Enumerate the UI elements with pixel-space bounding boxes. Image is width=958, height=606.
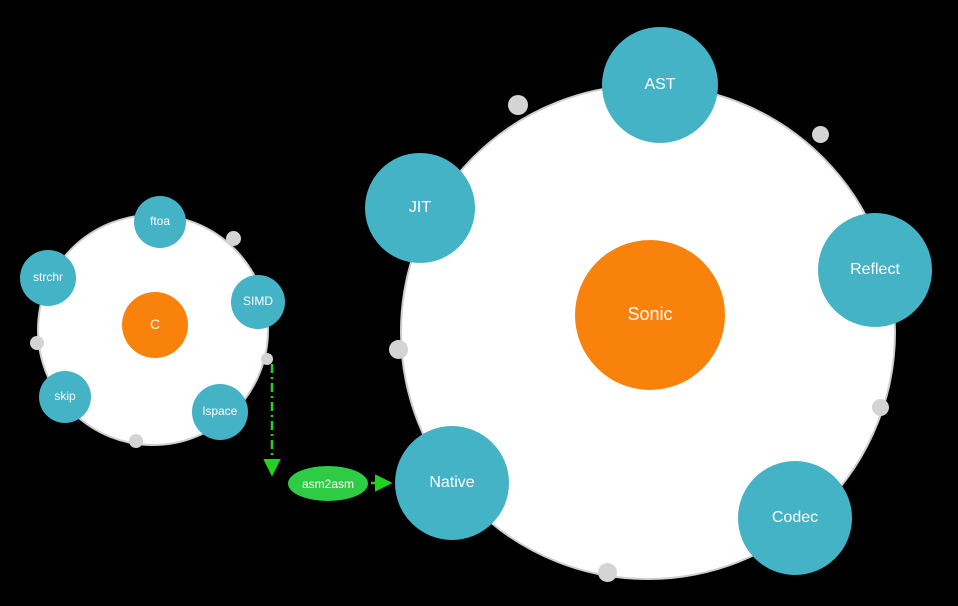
boundary-dot xyxy=(30,336,44,350)
node-label: lspace xyxy=(202,404,238,419)
node-sonic: Sonic xyxy=(575,240,725,390)
node-native: Native xyxy=(395,426,509,540)
node-label: SIMD xyxy=(243,294,273,309)
node-ast: AST xyxy=(602,27,718,143)
node-simd: SIMD xyxy=(231,275,285,329)
node-skip: skip xyxy=(39,371,91,423)
node-label: Codec xyxy=(771,509,819,527)
boundary-dot xyxy=(508,95,528,115)
node-label: C xyxy=(149,316,161,333)
boundary-dot xyxy=(261,353,273,365)
node-label: AST xyxy=(644,76,676,94)
node-codec: Codec xyxy=(738,461,852,575)
node-jit: JIT xyxy=(365,153,475,263)
node-lspace: lspace xyxy=(192,384,248,440)
boundary-dot xyxy=(226,231,241,246)
node-label: asm2asm xyxy=(301,476,354,491)
boundary-dot xyxy=(812,126,829,143)
node-label: JIT xyxy=(408,199,432,217)
node-label: skip xyxy=(54,389,76,404)
node-ftoa: ftoa xyxy=(134,196,186,248)
boundary-dot xyxy=(129,434,143,448)
node-reflect: Reflect xyxy=(818,213,932,327)
node-label: Native xyxy=(429,474,475,492)
boundary-dot xyxy=(872,399,889,416)
node-label: strchr xyxy=(33,270,63,285)
node-c: C xyxy=(122,292,188,358)
node-label: Sonic xyxy=(627,304,673,325)
boundary-dot xyxy=(598,563,617,582)
node-strchr: strchr xyxy=(20,250,76,306)
node-label: Reflect xyxy=(850,261,900,279)
boundary-dot xyxy=(389,340,408,359)
node-label: ftoa xyxy=(149,214,170,229)
node-asm2asm: asm2asm xyxy=(288,466,368,501)
